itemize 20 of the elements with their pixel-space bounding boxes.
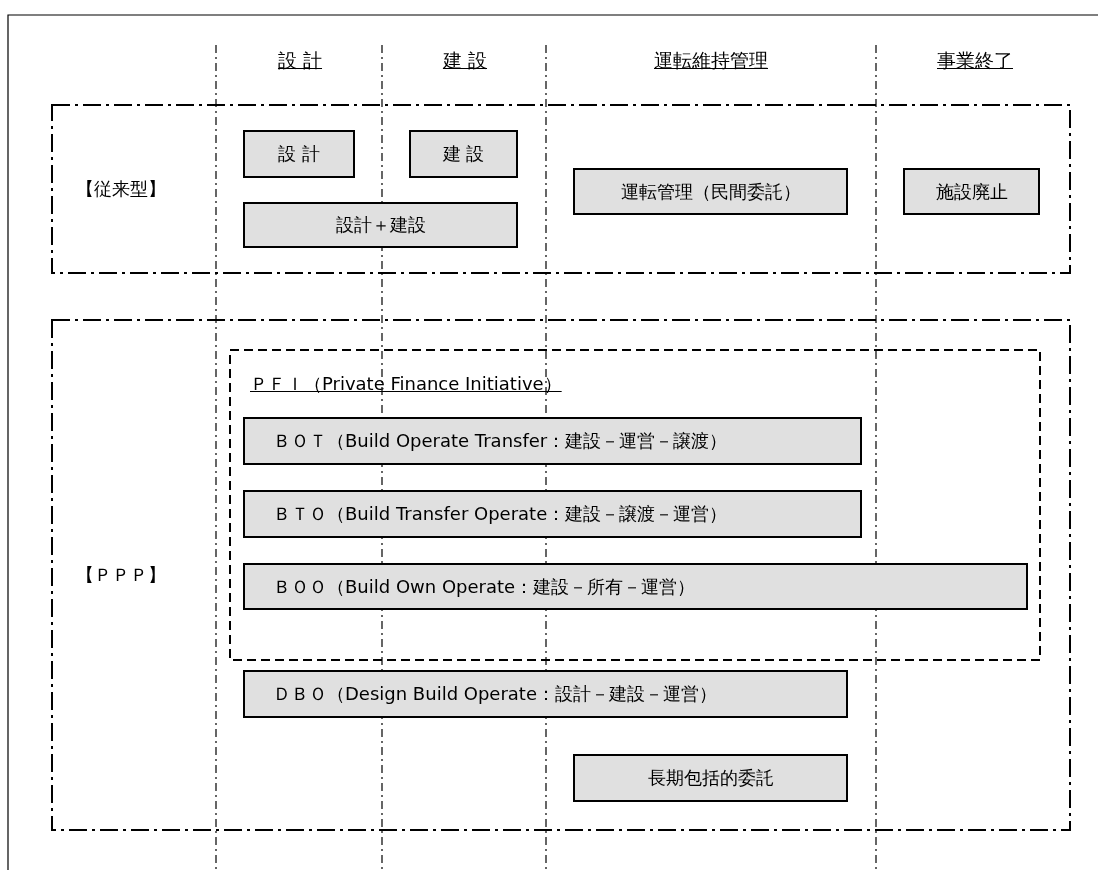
column-heading: 事業終了 (937, 48, 1013, 73)
shaded-box: 設 計 (243, 130, 355, 178)
shaded-box: ＢＯＯ（Build Own Operate：建設－所有－運営） (243, 563, 1028, 610)
shaded-box: 設計＋建設 (243, 202, 518, 248)
group-frame (52, 105, 1070, 273)
column-heading: 建 設 (443, 48, 487, 73)
shaded-box: 施設廃止 (903, 168, 1040, 215)
pfi-group-frame (230, 350, 1040, 660)
underlined-heading: ＰＦＩ（Private Finance Initiative） (250, 372, 563, 396)
shaded-box: 建 設 (409, 130, 518, 178)
group-heading: 【ＰＰＰ】 (76, 563, 166, 587)
group-heading: 【従来型】 (76, 177, 166, 201)
shaded-box: 長期包括的委託 (573, 754, 848, 802)
shaded-box: ＤＢＯ（Design Build Operate：設計－建設－運営） (243, 670, 848, 718)
shaded-box: ＢＯＴ（Build Operate Transfer：建設－運営－譲渡） (243, 417, 862, 465)
column-heading: 設 計 (278, 48, 322, 73)
shaded-box: 運転管理（民間委託） (573, 168, 848, 215)
group-frame (52, 320, 1070, 830)
column-heading: 運転維持管理 (654, 48, 768, 73)
shaded-box: ＢＴＯ（Build Transfer Operate：建設－譲渡－運営） (243, 490, 862, 538)
